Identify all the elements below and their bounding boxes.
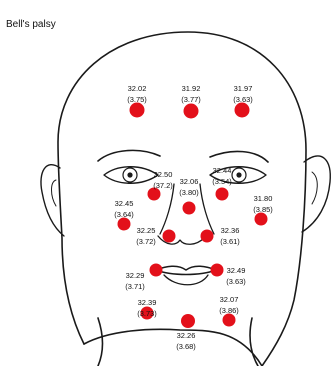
dot-jaw-right bbox=[223, 314, 236, 327]
figure-title: Bell's palsy bbox=[6, 19, 56, 31]
label-jaw-left-sd: (3.73) bbox=[137, 309, 157, 318]
right-ear-inner bbox=[312, 172, 317, 204]
dot-nostril-right bbox=[201, 230, 214, 243]
label-inner-canthus-left-sd: (37.2) bbox=[153, 181, 173, 190]
left-eyebrow bbox=[98, 150, 160, 161]
dot-cheek-right bbox=[255, 213, 268, 226]
label-nostril-right-sd: (3.61) bbox=[220, 237, 240, 246]
label-nostril-left-sd: (3.72) bbox=[136, 237, 156, 246]
label-nostril-left-mean: 32.25 bbox=[137, 226, 156, 235]
left-pupil bbox=[127, 172, 132, 177]
label-forehead-center-sd: (3.77) bbox=[181, 95, 201, 104]
label-jaw-left-mean: 32.39 bbox=[138, 298, 157, 307]
label-cheek-left-sd: (3.64) bbox=[114, 210, 134, 219]
label-forehead-right-sd: (3.63) bbox=[233, 95, 253, 104]
dot-cheek-left bbox=[118, 218, 131, 231]
dot-nose-bridge bbox=[183, 202, 196, 215]
label-inner-canthus-right-mean: 32.44 bbox=[213, 166, 232, 175]
dot-forehead-center bbox=[184, 104, 199, 119]
label-jaw-right-sd: (3.86) bbox=[219, 306, 239, 315]
label-inner-canthus-right-sd: (3.54) bbox=[212, 177, 232, 186]
label-cheek-right-sd: (3.85) bbox=[253, 205, 273, 214]
dot-forehead-right bbox=[235, 103, 250, 118]
label-mouth-corner-left-mean: 32.29 bbox=[126, 271, 145, 280]
dot-inner-canthus-right bbox=[216, 188, 229, 201]
measurement-dots bbox=[118, 103, 268, 329]
label-mouth-corner-right-sd: (3.63) bbox=[226, 277, 246, 286]
dot-chin bbox=[181, 314, 195, 328]
label-forehead-left-mean: 32.02 bbox=[128, 84, 147, 93]
label-mouth-corner-left-sd: (3.71) bbox=[125, 282, 145, 291]
label-nose-bridge-mean: 32.06 bbox=[180, 177, 199, 186]
label-forehead-center-mean: 31.92 bbox=[182, 84, 201, 93]
mouth-lower-lip bbox=[164, 275, 208, 285]
label-cheek-left-mean: 32.45 bbox=[115, 199, 134, 208]
label-forehead-right-mean: 31.97 bbox=[234, 84, 253, 93]
dot-mouth-corner-right bbox=[211, 264, 224, 277]
label-jaw-right-mean: 32.07 bbox=[220, 295, 239, 304]
measurement-labels: 32.02 (3.75) 31.92 (3.77) 31.97 (3.63) 3… bbox=[114, 84, 273, 351]
dot-forehead-left bbox=[130, 103, 145, 118]
label-forehead-left-sd: (3.75) bbox=[127, 95, 147, 104]
right-eyebrow bbox=[210, 151, 268, 162]
nose-right-side bbox=[200, 184, 214, 234]
dot-nostril-left bbox=[163, 230, 176, 243]
label-cheek-right-mean: 31.80 bbox=[254, 194, 273, 203]
jaw-contour bbox=[84, 329, 262, 366]
label-chin-mean: 32.26 bbox=[177, 331, 196, 340]
label-inner-canthus-left-mean: 32.50 bbox=[154, 170, 173, 179]
label-mouth-corner-right-mean: 32.49 bbox=[227, 266, 246, 275]
left-ear-inner bbox=[52, 180, 57, 206]
label-nose-bridge-sd: (3.80) bbox=[179, 188, 199, 197]
nose-left-side bbox=[160, 184, 174, 234]
neck-left bbox=[98, 318, 103, 366]
label-nostril-right-mean: 32.36 bbox=[221, 226, 240, 235]
dot-mouth-corner-left bbox=[150, 264, 163, 277]
right-pupil bbox=[236, 172, 241, 177]
mouth-upper-lip bbox=[156, 266, 216, 270]
label-chin-sd: (3.68) bbox=[176, 342, 196, 351]
